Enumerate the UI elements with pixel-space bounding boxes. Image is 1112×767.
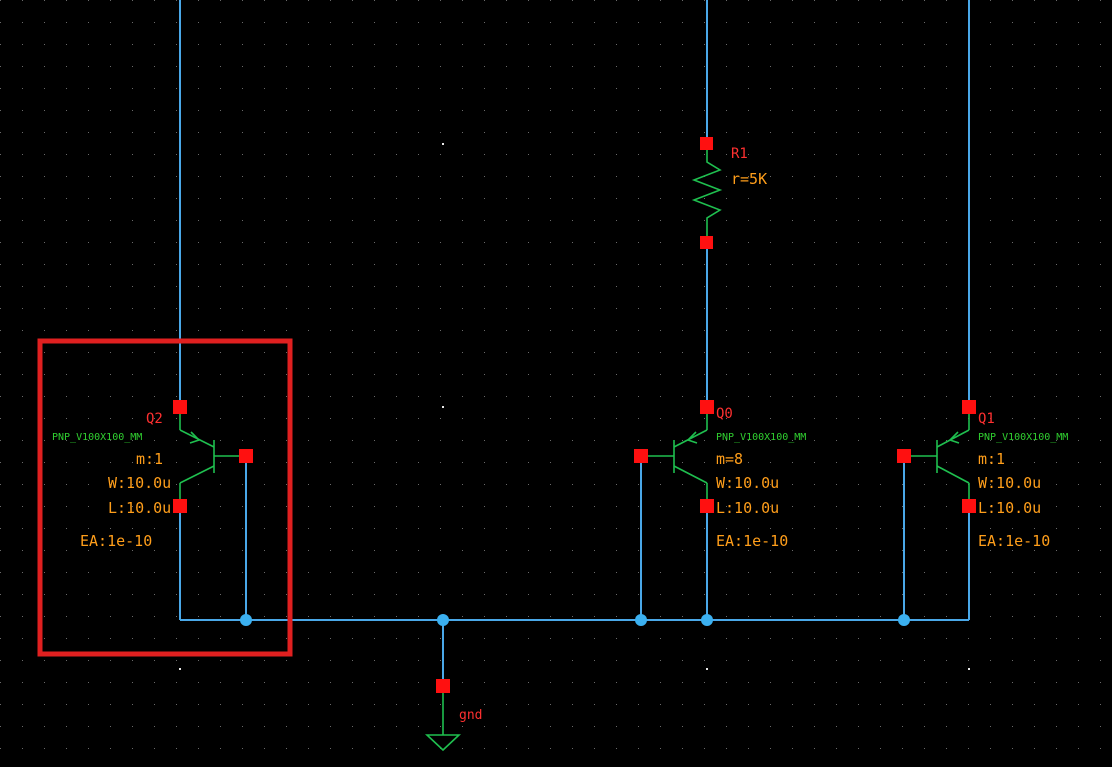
q1-model: PNP_V100X100_MM	[978, 432, 1068, 443]
q0-name: Q0	[716, 406, 733, 422]
q2-w: W:10.0u	[108, 474, 171, 492]
transistor-q0[interactable]: Q0 PNP_V100X100_MM m=8 W:10.0u L:10.0u E…	[634, 400, 806, 550]
transistor-q1[interactable]: Q1 PNP_V100X100_MM m:1 W:10.0u L:10.0u E…	[897, 400, 1068, 550]
q2-m: m:1	[136, 450, 163, 468]
q0-l: L:10.0u	[716, 499, 779, 517]
q2-pin-collector[interactable]	[173, 499, 187, 513]
q1-pin-collector[interactable]	[962, 499, 976, 513]
q0-model: PNP_V100X100_MM	[716, 432, 806, 443]
junction-dot	[898, 614, 910, 626]
q0-w: W:10.0u	[716, 474, 779, 492]
wires[interactable]	[179, 0, 970, 686]
q0-pin-emitter[interactable]	[700, 400, 714, 414]
q1-pin-base[interactable]	[897, 449, 911, 463]
selection-highlight-box	[37, 338, 293, 657]
junction-dot	[701, 614, 713, 626]
r1-value: r=5K	[731, 170, 767, 188]
resistor-r1[interactable]: R1 r=5K	[691, 137, 767, 249]
q2-ea: EA:1e-10	[80, 532, 152, 550]
junctions	[240, 614, 910, 626]
junction-dot	[437, 614, 449, 626]
q1-pin-emitter[interactable]	[962, 400, 976, 414]
gnd-label: gnd	[459, 708, 482, 723]
q0-m: m=8	[716, 450, 743, 468]
resistor-icon	[691, 143, 723, 242]
q1-w: W:10.0u	[978, 474, 1041, 492]
ground-icon	[424, 686, 462, 752]
q2-l: L:10.0u	[108, 499, 171, 517]
q1-m: m:1	[978, 450, 1005, 468]
q0-pin-collector[interactable]	[700, 499, 714, 513]
q1-l: L:10.0u	[978, 499, 1041, 517]
junction-dot	[240, 614, 252, 626]
r1-pin-top[interactable]	[700, 137, 713, 150]
q2-name: Q2	[146, 411, 163, 427]
q0-ea: EA:1e-10	[716, 532, 788, 550]
q2-model: PNP_V100X100_MM	[52, 432, 142, 443]
q2-pin-emitter[interactable]	[173, 400, 187, 414]
junction-dot	[635, 614, 647, 626]
r1-pin-bottom[interactable]	[700, 236, 713, 249]
q1-name: Q1	[978, 411, 995, 427]
transistor-q2[interactable]: Q2 PNP_V100X100_MM m:1 W:10.0u L:10.0u E…	[52, 400, 253, 550]
gnd-pin[interactable]	[436, 679, 450, 693]
r1-name: R1	[731, 146, 748, 162]
q1-ea: EA:1e-10	[978, 532, 1050, 550]
q2-pin-base[interactable]	[239, 449, 253, 463]
q0-pin-base[interactable]	[634, 449, 648, 463]
ground-symbol[interactable]: gnd	[424, 679, 482, 752]
